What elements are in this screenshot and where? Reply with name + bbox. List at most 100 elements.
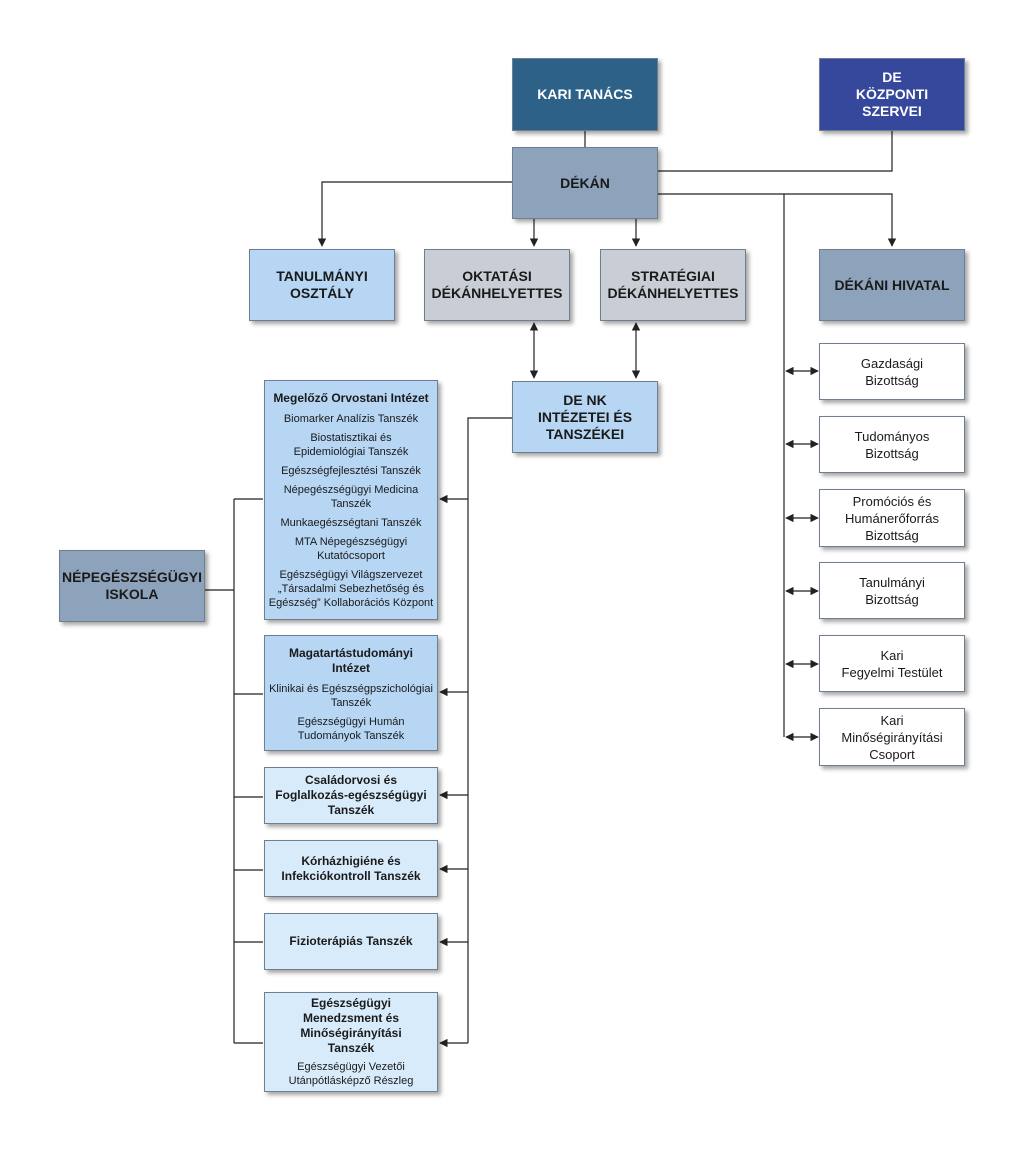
denk-line-2: INTÉZETEI ÉS	[537, 408, 633, 425]
box-kari-tanacs: KARI TANÁCS	[512, 58, 658, 131]
committee-2-line-2: Bizottság	[865, 445, 919, 461]
megelozo-title: Megelőző Orvostani Intézet	[273, 391, 429, 405]
oktatasi-line-2: DÉKÁNHELYETTES	[431, 285, 563, 301]
committee-3-line-3: Bizottság	[865, 527, 919, 543]
box-korhazhigiene-tanszek: Kórházhigiéne és Infekciókontroll Tanszé…	[264, 840, 438, 897]
korhaz-line-1: Kórházhigiéne és	[301, 853, 401, 868]
csaladorvosi-line-3: Tanszék	[327, 803, 375, 817]
dept-line: Tanszék	[330, 697, 372, 709]
strategiai-line-1: STRATÉGIAI	[631, 268, 715, 284]
dept-who-kollaboracios: Egészségügyi Világszervezet „Társadalmi …	[269, 568, 433, 610]
dept-line: Biomarker Analízis Tanszék	[283, 413, 419, 425]
dept-biostatisztikai: Biostatisztikai és Epidemiológiai Tanszé…	[294, 431, 409, 459]
school-line-2: ISKOLA	[105, 586, 159, 602]
box-nepegeszsegugyi-iskola: NÉPEGÉSZSÉGÜGYI ISKOLA	[59, 550, 205, 622]
committee-6-line-3: Csoport	[869, 746, 915, 762]
box-csaladorvosi-tanszek: Családorvosi és Foglalkozás-egészségügyi…	[264, 767, 438, 824]
csaladorvosi-line-2: Foglalkozás-egészségügyi	[275, 788, 427, 802]
dept-line: Munkaegészségtani Tanszék	[280, 517, 422, 529]
title-line: Menedzsment és	[302, 1011, 400, 1025]
title-line: Egészségügyi	[310, 996, 392, 1010]
dekani-hivatal-label: DÉKÁNI HIVATAL	[834, 276, 950, 293]
dept-munkaegeszsegtani: Munkaegészségtani Tanszék	[280, 516, 421, 530]
title-line: Minőségirányítási	[300, 1026, 402, 1040]
korhaz-line-2: Infekciókontroll Tanszék	[281, 868, 421, 883]
dept-line: Egészségügyi Humán	[297, 716, 405, 728]
committee-4-line-2: Bizottság	[865, 591, 919, 607]
box-committee-tanulmanyi: Tanulmányi Bizottság	[819, 562, 965, 619]
kozponti-line-2: KÖZPONTI	[855, 86, 929, 102]
box-fizioterapias-tanszek: Fizioterápiás Tanszék	[264, 913, 438, 970]
line-denk-trunk	[467, 417, 512, 1043]
denk-line-1: DE NK	[563, 391, 607, 408]
kozponti-line-3: SZERVEI	[862, 103, 922, 119]
committee-6-line-1: Kari	[880, 712, 904, 728]
dept-klinikai: Klinikai és Egészségpszichológiai Tanszé…	[269, 682, 433, 710]
committee-4-line-1: Tanulmányi	[859, 574, 925, 590]
dept-line: Kutatócsoport	[317, 550, 385, 562]
fizio-label: Fizioterápiás Tanszék	[289, 934, 413, 948]
dept-line: Klinikai és Egészségpszichológiai	[269, 683, 433, 695]
committee-6-line-2: Minőségirányítási	[841, 729, 943, 745]
menedzsment-sub: Egészségügyi Vezetői Utánpótlásképző Rés…	[289, 1060, 414, 1088]
box-dekan: DÉKÁN	[512, 147, 658, 219]
dept-line: MTA Népegészségügyi	[294, 536, 408, 548]
tanulmanyi-line-1: TANULMÁNYI	[276, 268, 368, 284]
line-dekan-tanulmanyi	[317, 181, 512, 247]
dept-human-tudomanyok: Egészségügyi Humán Tudományok Tanszék	[297, 715, 404, 743]
box-de-nk-intezetei: DE NK INTÉZETEI ÉS TANSZÉKEI	[512, 381, 658, 453]
menedzsment-title: Egészségügyi Menedzsment és Minőségirány…	[300, 996, 401, 1056]
dekan-label: DÉKÁN	[560, 174, 610, 191]
kozponti-line-1: DE	[882, 69, 902, 85]
csaladorvosi-line-1: Családorvosi és	[304, 773, 398, 787]
box-committee-promocios: Promóciós és Humánerőforrás Bizottság	[819, 489, 965, 547]
dept-egeszsegfejlesztesi: Egészségfejlesztési Tanszék	[281, 464, 421, 478]
committee-1-line-1: Gazdasági	[860, 355, 924, 371]
denk-line-3: TANSZÉKEI	[545, 425, 625, 442]
box-strategiai-dekanhelyettes: STRATÉGIAI DÉKÁNHELYETTES	[600, 249, 746, 321]
title-line: Magatartástudományi	[288, 646, 414, 660]
title-line: Tanszék	[327, 1041, 375, 1055]
committee-5-line-2: Fegyelmi Testület	[841, 664, 943, 680]
box-oktatasi-dekanhelyettes: OKTATÁSI DÉKÁNHELYETTES	[424, 249, 570, 321]
sub-line: Utánpótlásképző Részleg	[288, 1075, 414, 1087]
box-tanulmanyi-osztaly: TANULMÁNYI OSZTÁLY	[249, 249, 395, 321]
box-committee-fegyelmi: Kari Fegyelmi Testület	[819, 635, 965, 692]
magatartas-title: Magatartástudományi Intézet	[289, 646, 413, 676]
dept-line: Egészség” Kollaborációs Központ	[268, 597, 434, 609]
box-dekani-hivatal: DÉKÁNI HIVATAL	[819, 249, 965, 321]
tanulmanyi-line-2: OSZTÁLY	[289, 285, 355, 301]
school-line-1: NÉPEGÉSZSÉGÜGYI	[61, 569, 203, 585]
box-menedzsment-tanszek: Egészségügyi Menedzsment és Minőségirány…	[264, 992, 438, 1092]
box-committee-gazdasagi: Gazdasági Bizottság	[819, 343, 965, 400]
dept-mta-kutatocsoport: MTA Népegészségügyi Kutatócsoport	[295, 535, 407, 563]
dept-biomarker: Biomarker Analízis Tanszék	[284, 412, 418, 426]
sub-line: Egészségügyi Vezetői	[297, 1061, 405, 1073]
line-kozponti-dekan	[658, 131, 893, 172]
committee-2-line-1: Tudományos	[854, 428, 930, 444]
dept-line: „Társadalmi Sebezhetőség és	[277, 583, 425, 595]
dept-line: Egészségügyi Világszervezet	[279, 569, 423, 581]
dept-line: Egészségfejlesztési Tanszék	[281, 465, 421, 477]
dept-line: Epidemiológiai Tanszék	[293, 446, 409, 458]
dept-line: Tudományok Tanszék	[297, 730, 405, 742]
committee-1-line-2: Bizottság	[865, 372, 919, 388]
committee-3-line-1: Promóciós és	[852, 493, 932, 509]
box-magatartastudomanyi-intezet: Magatartástudományi Intézet Klinikai és …	[264, 635, 438, 751]
line-dekan-hivatal	[658, 193, 897, 247]
dept-line: Népegészségügyi Medicina	[283, 484, 419, 496]
box-committee-tudomanyos: Tudományos Bizottság	[819, 416, 965, 473]
box-de-kozponti-szervei: DE KÖZPONTI SZERVEI	[819, 58, 965, 131]
kari-tanacs-label: KARI TANÁCS	[537, 86, 633, 102]
title-line: Intézet	[331, 661, 370, 675]
dept-line: Biostatisztikai és	[310, 432, 392, 444]
committee-5-line-1: Kari	[880, 647, 904, 663]
box-megelozo-orvostani-intezet: Megelőző Orvostani Intézet Biomarker Ana…	[264, 380, 438, 620]
dept-nepegeszsegugyi-medicina: Népegészségügyi Medicina Tanszék	[284, 483, 419, 511]
oktatasi-line-1: OKTATÁSI	[462, 268, 532, 284]
committee-3-line-2: Humánerőforrás	[845, 510, 939, 526]
dept-line: Tanszék	[330, 498, 372, 510]
box-committee-minosegiranyitasi: Kari Minőségirányítási Csoport	[819, 708, 965, 766]
